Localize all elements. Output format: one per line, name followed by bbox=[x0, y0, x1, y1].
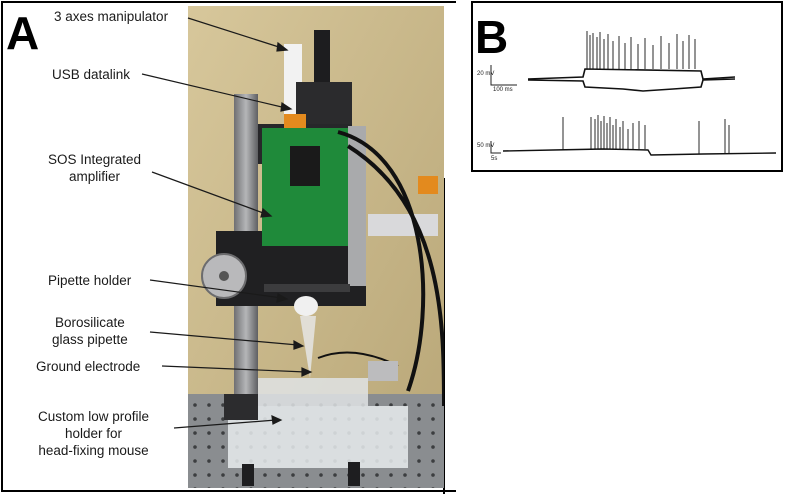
rig-photo bbox=[188, 6, 444, 488]
panel-a-letter: A bbox=[6, 7, 40, 59]
top-scale-y-label: 20 mV bbox=[477, 71, 495, 77]
panel-b-letter: B bbox=[475, 11, 509, 63]
bottom-scale-x-label: 5s bbox=[491, 156, 498, 162]
top-trace-lower bbox=[527, 78, 736, 92]
label-usb-datalink: USB datalink bbox=[52, 67, 131, 82]
label-amplifier-line2: amplifier bbox=[69, 169, 121, 184]
top-trace-spikes bbox=[586, 31, 696, 69]
label-custom-holder: Custom low profile holder for head-fixin… bbox=[38, 408, 149, 459]
panel-a-frame bbox=[1, 1, 456, 492]
label-custom-holder-line1: Custom low profile bbox=[38, 409, 150, 424]
traces bbox=[490, 31, 777, 156]
label-ground-electrode: Ground electrode bbox=[36, 359, 141, 374]
bottom-trace-spikes bbox=[562, 115, 730, 154]
label-custom-holder-line2: holder for bbox=[65, 426, 123, 441]
label-pipette-holder: Pipette holder bbox=[48, 273, 132, 288]
label-amplifier-line1: SOS Integrated bbox=[48, 152, 142, 167]
top-scale-x-label: 100 ms bbox=[493, 87, 513, 93]
bottom-scale-y-label: 50 mV bbox=[477, 143, 495, 149]
label-amplifier: SOS Integrated amplifier bbox=[48, 151, 141, 185]
bottom-trace bbox=[502, 148, 777, 156]
label-custom-holder-line3: head-fixing mouse bbox=[38, 443, 149, 458]
label-manipulator: 3 axes manipulator bbox=[54, 9, 169, 24]
top-trace-upper bbox=[527, 68, 736, 80]
bottom-scale-bar bbox=[490, 141, 501, 154]
label-glass-pipette-line2: glass pipette bbox=[52, 332, 128, 347]
label-glass-pipette-line1: Borosilicate bbox=[55, 315, 125, 330]
panel-a-divider bbox=[443, 178, 445, 494]
panel-b: 20 mV 100 ms 50 mV 5s bbox=[471, 1, 783, 172]
label-glass-pipette: Borosilicate glass pipette bbox=[52, 314, 128, 348]
top-scale-bar bbox=[490, 65, 517, 86]
rig-illustration bbox=[188, 6, 444, 488]
